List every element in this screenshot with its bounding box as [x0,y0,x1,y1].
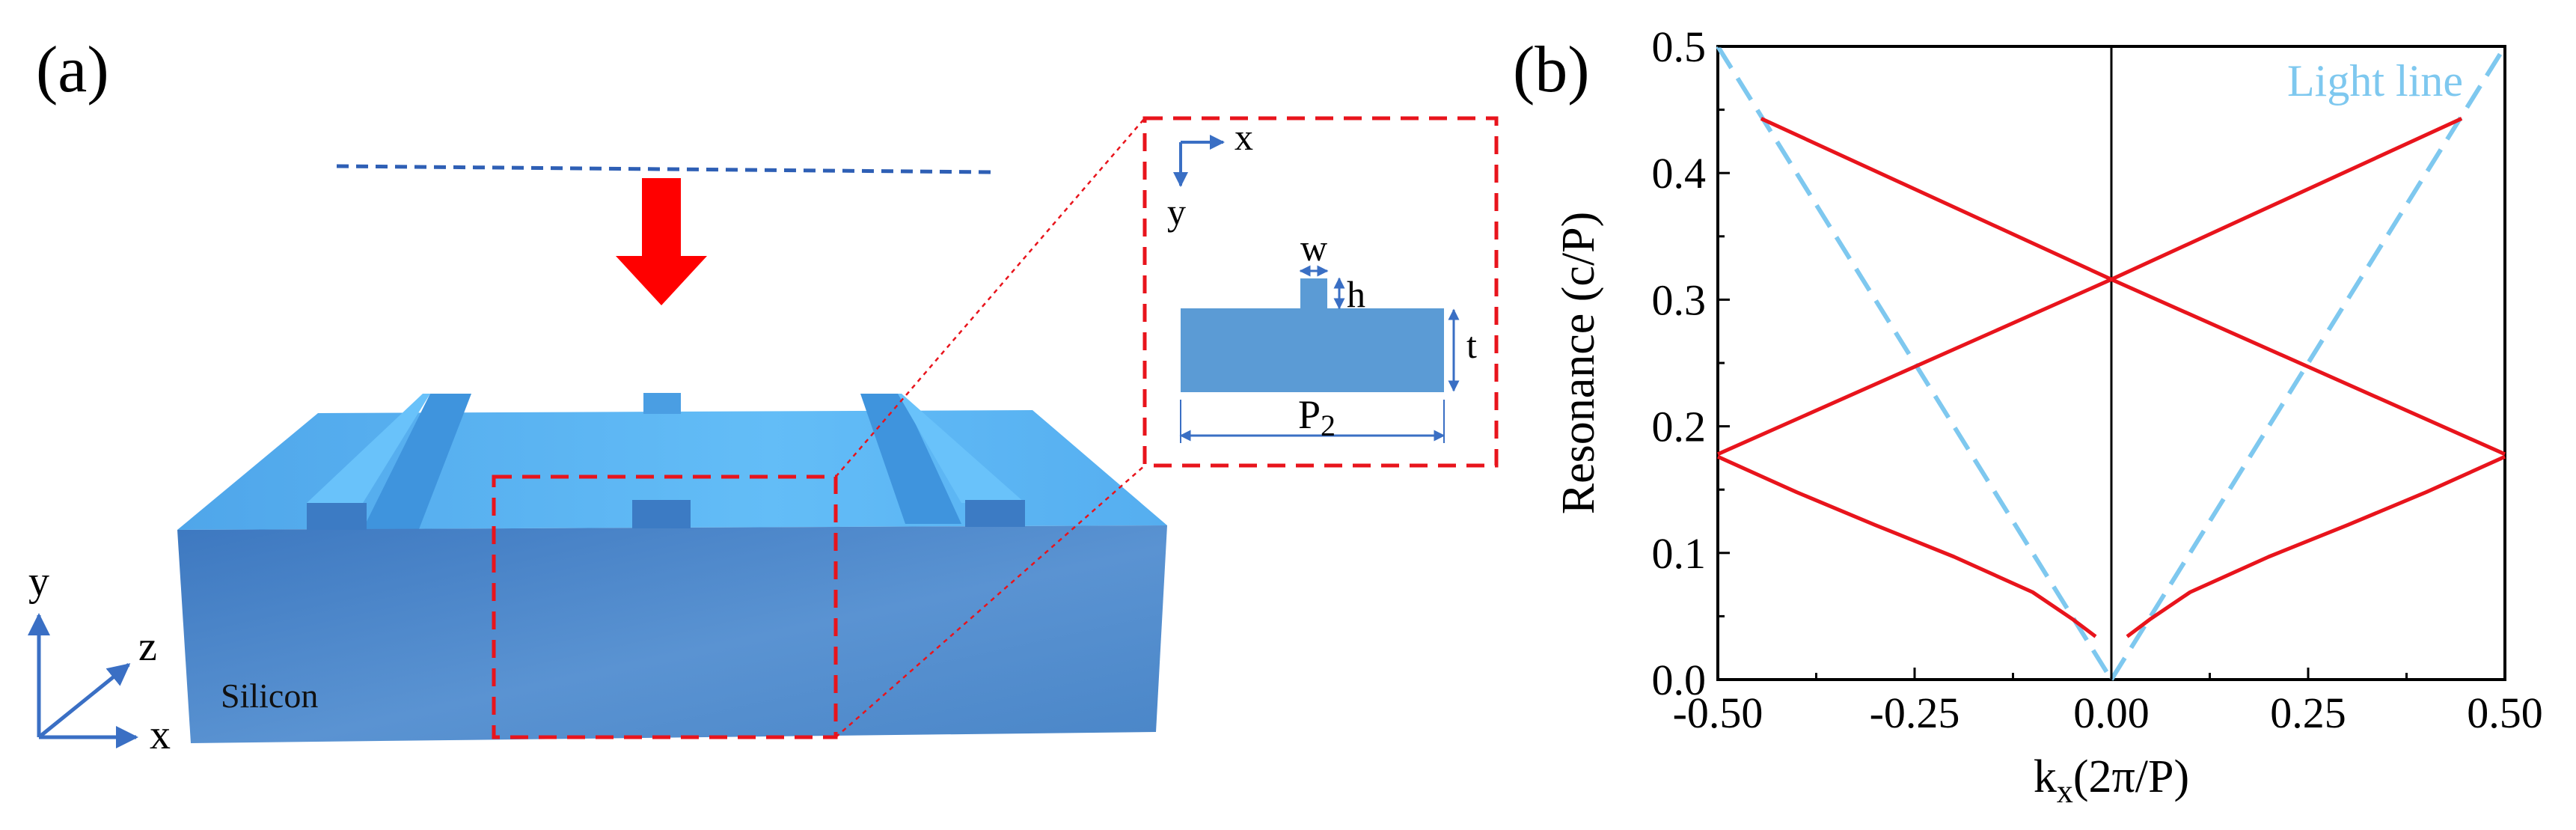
inset-cross-section: x y w h t P2 [1142,116,1499,468]
y-tick-label: 0.3 [1652,275,1707,324]
incident-wavefront [336,164,992,174]
inset-x-label: x [1235,116,1253,158]
material-label: Silicon [221,677,318,715]
ridge-right-top [860,394,961,524]
axis-3d-x-label: x [150,712,171,758]
ridge-front-1 [307,503,367,530]
dim-h-label: h [1347,273,1365,315]
ridge-front-2 [632,500,691,528]
ridge-left-top [363,394,471,529]
zoom-connector-bottom [835,465,1145,738]
band-1 [1760,117,2506,457]
silicon-slab: Silicon [177,393,1167,743]
ridge-front-3 [965,500,1025,527]
zoom-connector-top [835,118,1145,477]
panel-b-label: (b) [1513,34,1590,106]
dispersion-chart: -0.50 -0.25 0.00 0.25 0.50 0.0 0.1 0.2 0.3 0.4 0.5… [1553,22,2543,810]
panel-a-label: (a) [36,34,109,106]
incident-arrow-icon [616,178,707,305]
band-3 [1716,454,2097,638]
light-line-1 [1716,45,2114,681]
z-axis-arrow [37,663,131,739]
inset-y-label: y [1167,191,1186,233]
axis-3d-y-label: y [28,558,49,605]
y-tick-label: 0.0 [1652,656,1707,704]
panel-a: (a) Silicon [28,34,1499,758]
x-tick-label: 0.50 [2467,689,2543,737]
ridge-right-side [898,394,1025,503]
axis-3d-z-label: z [138,623,157,670]
y-axis-title: Resonance (c/P) [1553,212,1604,515]
inset-slab [1181,308,1444,392]
dim-p-subscript: 2 [1321,409,1336,442]
coordinate-axes-3d: y z x [28,558,171,758]
dim-w-label: w [1300,227,1327,269]
y-tick-label: 0.5 [1652,22,1707,71]
inset-ridge [1300,278,1327,310]
band-2 [1716,117,2463,457]
ridge-left-side [307,394,430,503]
slab-front-face [177,525,1167,743]
zoom-region-box [492,474,838,739]
panel-b: (b) -0.50 -0.25 0.00 0.25 0.50 0.0 0.1 0.2 0.3 0.… [1513,22,2543,810]
light-line-2 [2109,45,2507,681]
x-tick-label: 0.00 [2073,689,2150,737]
y-tick-label: 0.1 [1652,529,1707,578]
x-tick-label: -0.50 [1673,689,1763,737]
band-4 [2126,454,2506,638]
y-tick-label: 0.2 [1652,403,1707,451]
x-tick-label: 0.25 [2270,689,2346,737]
y-tick-label: 0.4 [1652,149,1707,198]
ridge-center-top [643,393,681,414]
x-axis-title-subscript: x [2057,773,2073,810]
plot-content [1716,45,2507,681]
axis-ticks: -0.50 -0.25 0.00 0.25 0.50 0.0 0.1 0.2 0.3 0.4 0.5 [1652,22,2543,737]
x-tick-label: -0.25 [1870,689,1960,737]
x-axis-title: kx(2π/P) [2034,751,2189,810]
dim-t-label: t [1466,324,1477,366]
dim-p-label: P2 [1298,392,1336,442]
light-line-annotation: Light line [2287,56,2463,106]
